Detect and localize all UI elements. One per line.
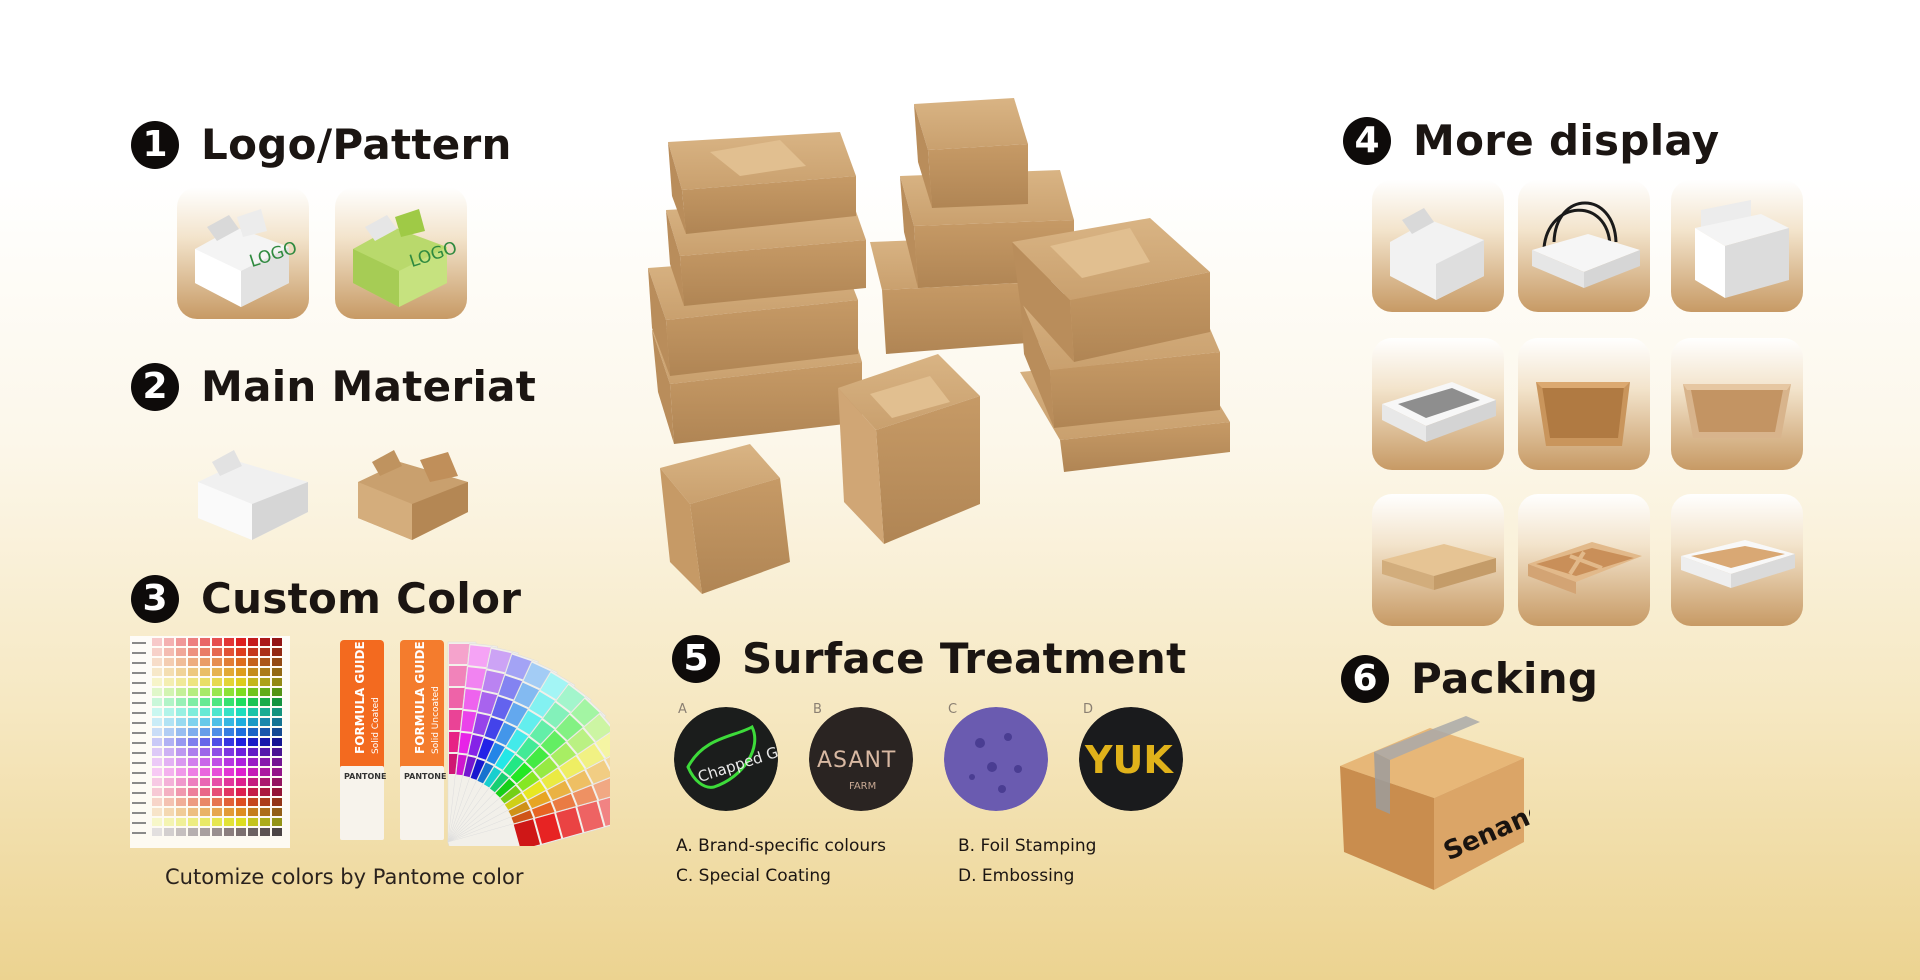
kraft-box-stack-illustration	[648, 98, 1230, 594]
kraft-compartment-tray-icon	[1528, 542, 1642, 594]
display-tile-kraft-clamshell[interactable]	[1372, 494, 1504, 626]
treatment-item: A. Brand-specific colours	[676, 836, 887, 856]
shipping-carton-icon: Senang	[1340, 716, 1530, 890]
white-kraft-tray-icon	[1681, 540, 1795, 588]
foil-sample-text: ASANT	[817, 748, 896, 773]
foil-sample-subtext: FARM	[849, 781, 876, 792]
foil-stamping-sample: ASANT FARM	[809, 707, 913, 811]
treatment-item: D. Embossing	[958, 866, 1075, 886]
guide-brand: PANTONE	[344, 772, 386, 781]
kraft-clamshell-icon	[1382, 544, 1496, 590]
treatment-letter-c: C	[948, 702, 958, 717]
treatment-letter-a: A	[678, 702, 687, 717]
number-badge: 5	[672, 634, 720, 683]
white-box-icon	[195, 209, 289, 307]
number-badge: 3	[131, 574, 179, 623]
kraft-paper-box-icon	[358, 450, 468, 540]
kraft-bowl-icon	[1536, 382, 1630, 446]
display-tile-white-handle-tray[interactable]	[1518, 180, 1650, 312]
guide-subtitle: Solid Coated	[371, 697, 381, 754]
logo-white-box-tile[interactable]: LOGO	[177, 187, 309, 319]
section-title: More display	[1413, 116, 1720, 165]
section-logo-heading: 1 Logo/Pattern	[131, 120, 512, 169]
logo-pattern-box-tile[interactable]: LOGO	[335, 187, 467, 319]
embossing-sample: YUK	[1079, 707, 1183, 811]
display-tile-white-window-tray[interactable]	[1372, 338, 1504, 470]
treatment-letter-d: D	[1083, 702, 1094, 717]
treatment-item: B. Foil Stamping	[958, 836, 1097, 856]
special-coating-sample	[944, 707, 1048, 811]
embossing-swatch: YUK	[1079, 707, 1183, 811]
kraft-boat-tray-icon	[1683, 384, 1791, 438]
guide-title: FORMULA GUIDE	[353, 641, 367, 754]
number-badge: 2	[131, 362, 179, 411]
brand-colour-sample: Chapped Gre	[674, 707, 778, 811]
guide-title: FORMULA GUIDE	[413, 641, 427, 754]
section-title: Packing	[1411, 654, 1599, 703]
display-tile-kraft-bowl[interactable]	[1518, 338, 1650, 470]
pattern-box-icon	[353, 209, 447, 307]
white-handle-tray-icon	[1532, 201, 1640, 288]
white-box-icon	[1390, 208, 1484, 300]
pantone-chart-icon	[130, 636, 290, 848]
color-caption: Cutomize colors by Pantome color	[165, 865, 524, 889]
guide-brand: PANTONE	[404, 772, 446, 781]
number-badge: 6	[1341, 654, 1389, 703]
display-tile-white-kraft-tray[interactable]	[1671, 494, 1803, 626]
display-tile-kraft-compartment-tray[interactable]	[1518, 494, 1650, 626]
section-display-heading: 4 More display	[1343, 116, 1719, 165]
guide-subtitle: Solid Uncoated	[431, 686, 441, 754]
number-badge: 4	[1343, 116, 1391, 165]
special-coating-swatch	[944, 707, 1048, 811]
brand-colour-swatch: Chapped Gre	[674, 707, 778, 811]
foil-stamping-swatch: ASANT FARM	[809, 707, 913, 811]
display-tile-white-handle-box[interactable]	[1671, 180, 1803, 312]
section-title: Main Materiat	[201, 362, 537, 411]
section-packing-heading: 6 Packing	[1341, 654, 1598, 703]
emboss-sample-text: YUK	[1084, 738, 1174, 782]
display-tile-kraft-boat-tray[interactable]	[1671, 338, 1803, 470]
white-handle-box-icon	[1695, 200, 1789, 298]
section-color-heading: 3 Custom Color	[131, 574, 521, 623]
section-title: Custom Color	[201, 574, 522, 623]
number-badge: 1	[131, 120, 179, 169]
white-window-tray-icon	[1382, 382, 1496, 442]
section-title: Logo/Pattern	[201, 120, 512, 169]
section-title: Surface Treatment	[742, 634, 1187, 683]
section-surface-heading: 5 Surface Treatment	[672, 634, 1186, 683]
treatment-item: C. Special Coating	[676, 866, 831, 886]
section-material-heading: 2 Main Materiat	[131, 362, 536, 411]
pantone-fan-guide-icon: FORMULA GUIDE Solid Coated FORMULA GUIDE…	[340, 640, 610, 846]
display-tile-white-box[interactable]	[1372, 180, 1504, 312]
treatment-letter-b: B	[813, 702, 822, 717]
white-paperboard-box-icon	[198, 450, 308, 540]
